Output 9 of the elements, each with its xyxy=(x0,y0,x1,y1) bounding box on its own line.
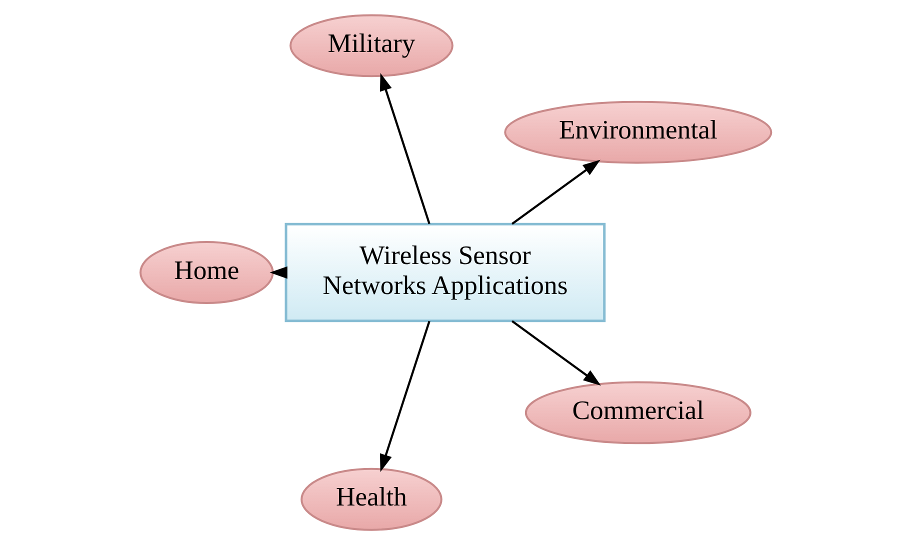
node-ellipse: Health xyxy=(300,468,442,531)
arrow xyxy=(512,160,600,225)
arrow xyxy=(512,320,601,386)
node-ellipse: Environmental xyxy=(504,100,772,164)
node-ellipse: Home xyxy=(140,241,274,304)
node-ellipse: Military xyxy=(290,14,454,78)
arrow xyxy=(380,320,430,472)
node-ellipse: Commercial xyxy=(524,381,752,444)
arrow xyxy=(380,73,430,224)
